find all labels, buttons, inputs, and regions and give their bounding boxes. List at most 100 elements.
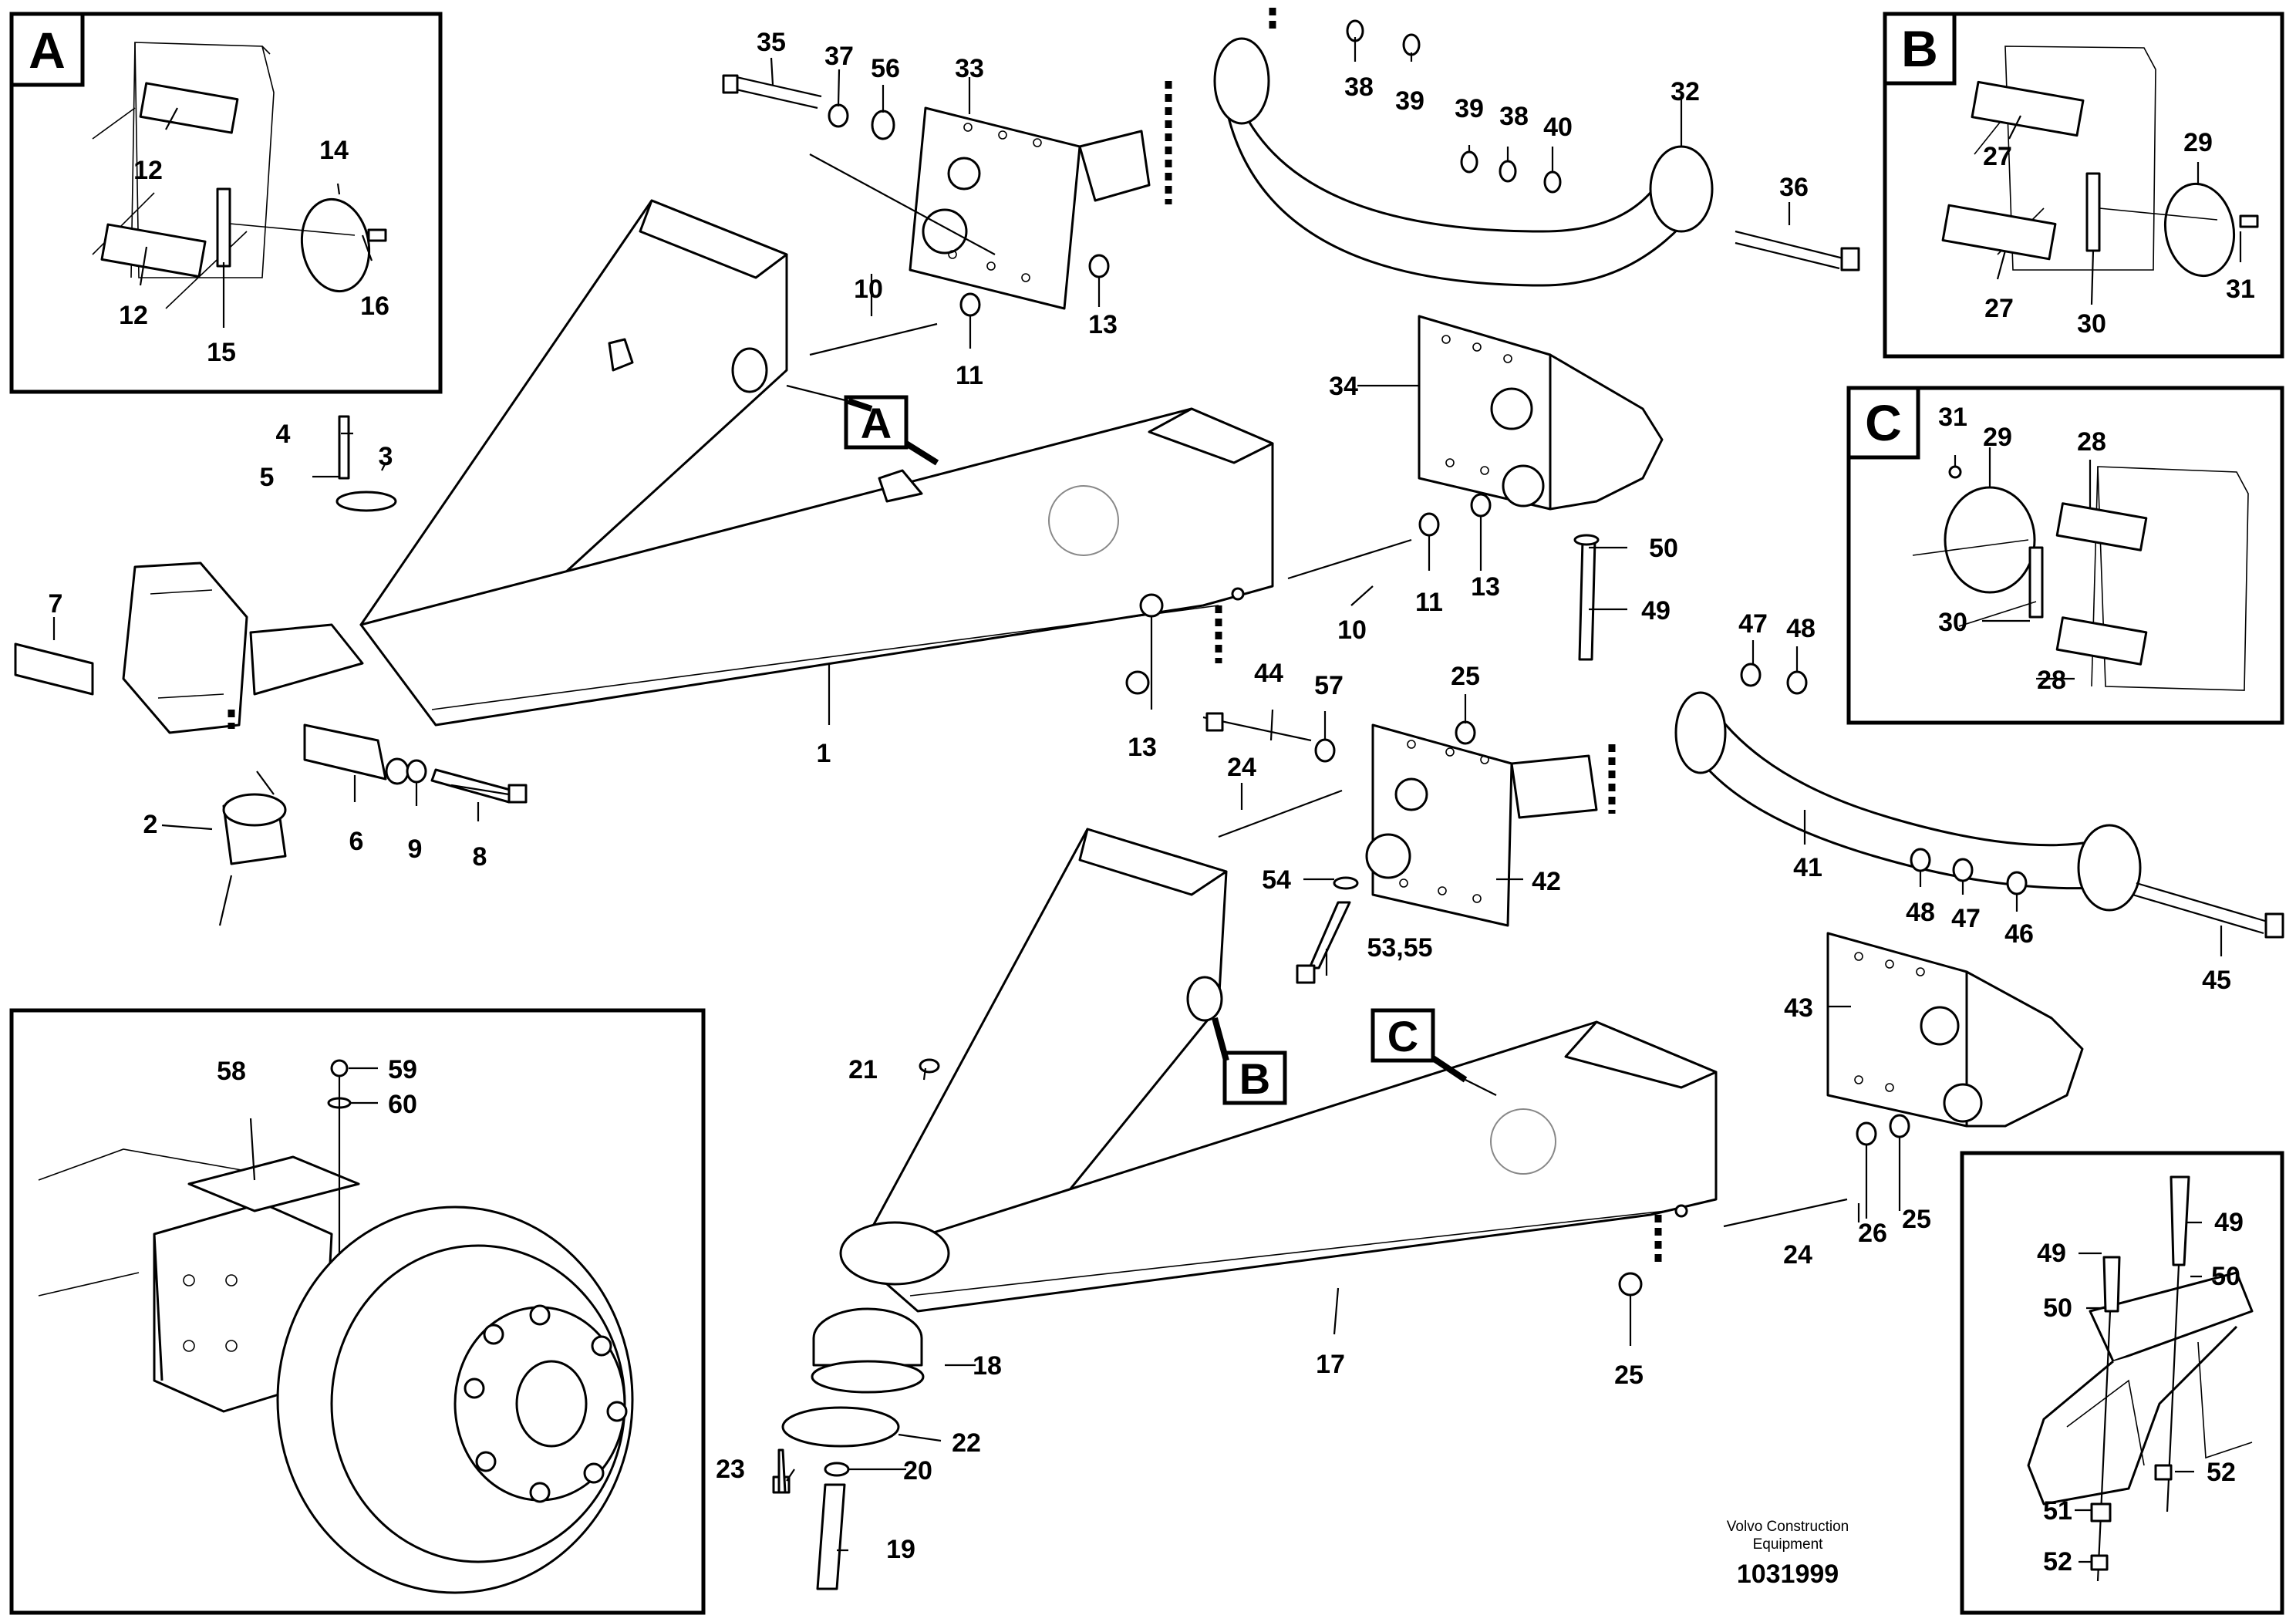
- label-24: 24: [1783, 1240, 1812, 1270]
- label-3: 3: [379, 442, 393, 471]
- label-14: 14: [319, 136, 349, 165]
- callout-c-letter: C: [1387, 1012, 1418, 1061]
- label-50: 50: [1649, 534, 1678, 563]
- label-29: 29: [1983, 423, 2012, 452]
- label-59: 59: [388, 1055, 417, 1084]
- leader-lines: [52, 37, 2223, 1552]
- label-36: 36: [1779, 173, 1809, 202]
- label-52: 52: [2043, 1547, 2072, 1576]
- bracket-43: [1826, 932, 2084, 1128]
- label-32: 32: [1671, 77, 1700, 106]
- label-7: 7: [49, 589, 63, 619]
- label-38: 38: [1344, 73, 1374, 102]
- label-18: 18: [973, 1351, 1002, 1381]
- callout-a-letter: A: [861, 399, 892, 447]
- drawing-number: 1031999: [1737, 1560, 1839, 1589]
- label-25: 25: [1902, 1205, 1931, 1234]
- torque-rod-32: [1213, 37, 1714, 287]
- label-47: 47: [1951, 904, 1981, 933]
- label-8: 8: [473, 842, 487, 872]
- label-30: 30: [2077, 309, 2106, 339]
- label-13: 13: [1128, 733, 1157, 762]
- label-5: 5: [260, 463, 275, 492]
- label-1: 1: [817, 739, 831, 768]
- label-47: 47: [1738, 609, 1768, 639]
- callout-a: A: [786, 384, 939, 466]
- label-31: 31: [1938, 403, 1967, 432]
- bracket-33: [909, 106, 1151, 310]
- bolt-icon: [722, 74, 822, 110]
- detail-box-b-letter: B: [1901, 20, 1938, 77]
- label-15: 15: [207, 338, 236, 367]
- label-33: 33: [955, 54, 984, 83]
- label-50: 50: [2043, 1293, 2072, 1323]
- label-58: 58: [217, 1057, 246, 1086]
- bracket-34: [1418, 315, 1664, 511]
- fasteners: [406, 19, 2284, 1297]
- label-23: 23: [716, 1455, 745, 1484]
- label-27: 27: [1984, 294, 2014, 323]
- label-38: 38: [1499, 102, 1529, 131]
- label-42: 42: [1532, 867, 1561, 896]
- label-53,55: 53,55: [1367, 933, 1432, 963]
- detail-box-c: C 31 29 28 30 28: [1846, 386, 2284, 725]
- label-25: 25: [1614, 1361, 1644, 1390]
- label-49: 49: [1641, 596, 1671, 626]
- credit-line-1: Volvo Construction: [1727, 1519, 1849, 1535]
- label-49: 49: [2214, 1208, 2244, 1237]
- label-20: 20: [903, 1456, 932, 1485]
- label-12: 12: [119, 301, 148, 330]
- detail-box-a: A 12 14 12 16 15: [9, 12, 443, 394]
- label-11: 11: [956, 361, 983, 390]
- torque-rod-41: [1674, 691, 2142, 912]
- label-22: 22: [952, 1428, 981, 1458]
- label-40: 40: [1543, 113, 1573, 142]
- label-54: 54: [1262, 865, 1291, 895]
- label-39: 39: [1455, 94, 1484, 123]
- label-25: 25: [1451, 662, 1480, 691]
- label-48: 48: [1786, 614, 1816, 643]
- label-12: 12: [133, 156, 163, 185]
- label-48: 48: [1906, 898, 1935, 927]
- label-13: 13: [1471, 572, 1500, 602]
- label-37: 37: [824, 42, 854, 71]
- part-labels: 35 37 56 33 38 39 39 38 40 32 36 10 11 1…: [49, 28, 2231, 1564]
- detail-box-hub: 58 59 60: [9, 1008, 706, 1615]
- label-28: 28: [2037, 666, 2066, 695]
- label-57: 57: [1314, 671, 1344, 700]
- label-56: 56: [871, 54, 900, 83]
- callout-b: B: [1212, 1017, 1287, 1105]
- label-28: 28: [2077, 427, 2106, 457]
- label-31: 31: [2226, 275, 2255, 304]
- label-44: 44: [1254, 659, 1283, 688]
- label-6: 6: [349, 827, 364, 856]
- detail-box-c-letter: C: [1865, 394, 1902, 451]
- upper-a-frame: [249, 199, 1274, 727]
- label-29: 29: [2183, 128, 2213, 157]
- label-4: 4: [276, 420, 291, 449]
- lower-a-frame: [839, 828, 1718, 1313]
- label-60: 60: [388, 1090, 417, 1119]
- label-16: 16: [360, 292, 389, 321]
- label-24: 24: [1227, 753, 1256, 782]
- label-49: 49: [2037, 1239, 2066, 1268]
- label-27: 27: [1983, 142, 2012, 171]
- label-45: 45: [2202, 966, 2231, 995]
- label-34: 34: [1329, 372, 1358, 401]
- label-2: 2: [143, 810, 158, 839]
- bushing-stack: [772, 1058, 940, 1590]
- label-52: 52: [2207, 1458, 2236, 1487]
- label-46: 46: [2004, 919, 2034, 949]
- label-30: 30: [1938, 608, 1967, 637]
- detail-box-b: B 27 29 27 30 31: [1883, 12, 2284, 359]
- label-26: 26: [1858, 1219, 1887, 1248]
- label-35: 35: [757, 28, 786, 57]
- left-mount: [14, 415, 528, 926]
- label-39: 39: [1395, 86, 1424, 116]
- callout-c: C: [1371, 1008, 1497, 1096]
- label-10: 10: [1337, 615, 1367, 645]
- label-51: 51: [2043, 1496, 2072, 1526]
- detail-box-a-letter: A: [29, 22, 66, 79]
- detail-box-bracket: 49 49 50 50 52 51 52: [1960, 1151, 2284, 1615]
